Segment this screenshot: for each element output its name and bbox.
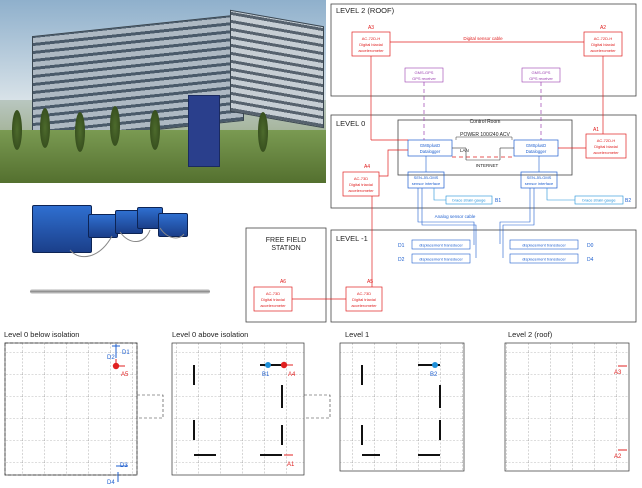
accelerometer-a1 [585, 133, 627, 159]
control-room-label: Control Room [470, 119, 501, 125]
disp-transducer-d4 [509, 253, 579, 264]
sen-left-l2: sensor interface [412, 181, 441, 186]
plan4-title: Level 2 (roof) [508, 330, 553, 339]
disp-transducer-d0 [509, 239, 579, 250]
plan3-title: Level 1 [345, 330, 369, 339]
a4-tag-plan: A4 [288, 372, 296, 378]
level-m1-label: LEVEL -1 [336, 234, 368, 243]
a2-tag-plan: A2 [614, 454, 622, 460]
plan-level2: A3 A2 [504, 342, 630, 472]
plan1-title: Level 0 below isolation [4, 330, 79, 339]
sen-right-l2: sensor interface [525, 181, 554, 186]
b1-marker [265, 362, 271, 368]
dl-left-l1: GMSplusD [420, 143, 440, 148]
a5-tag-plan: A5 [121, 372, 129, 378]
accelerometer-a4 [342, 171, 380, 197]
disp-transducer-d2 [411, 253, 471, 264]
svg-text:GPS receiver: GPS receiver [529, 76, 553, 81]
b1-tag: B1 [495, 198, 501, 204]
a3-tag-diagram: A3 [368, 25, 374, 31]
b2-marker [432, 362, 438, 368]
svg-text:Digital biaxial: Digital biaxial [591, 42, 615, 47]
d2-tag-plan: D2 [107, 355, 115, 361]
plan-level1: B2 [339, 342, 465, 472]
level2-box [330, 3, 637, 97]
disp-transducer-d1 [411, 239, 471, 250]
svg-text:GMS-GPS: GMS-GPS [415, 70, 434, 75]
svg-text:Digital biaxial: Digital biaxial [594, 144, 618, 149]
sen-left-l1: SEN-JB-GMS [414, 175, 439, 180]
level0-box [330, 114, 637, 209]
svg-text:AC-73D: AC-73D [266, 291, 280, 296]
disp-d4-label: displacement transducer [522, 257, 566, 262]
level-m1-box [330, 229, 637, 323]
svg-text:AC-73D: AC-73D [357, 291, 371, 296]
level0-label: LEVEL 0 [336, 119, 365, 128]
b2-tag-plan: B2 [430, 372, 438, 378]
internet-label: INTERNET [476, 163, 499, 168]
a1-tag-plan: A1 [287, 462, 295, 468]
a5-tag-diagram: A5 [367, 279, 373, 285]
b2-tag: B2 [625, 198, 631, 204]
a4-tag-diagram: A4 [364, 164, 370, 170]
svg-text:accelerometer: accelerometer [593, 150, 619, 155]
d4-tag-diagram: D4 [587, 257, 594, 263]
disp-d0-label: displacement transducer [522, 243, 566, 248]
svg-text:Digital triaxial: Digital triaxial [261, 297, 285, 302]
control-room-box [397, 119, 573, 176]
svg-text:accelerometer: accelerometer [351, 303, 377, 308]
plan-level0-above: B1 A4 A1 [171, 342, 331, 476]
free-field-label: FREE FIELD [266, 237, 306, 244]
svg-text:accelerometer: accelerometer [590, 48, 616, 53]
plan-level0-below: D1 D2 A5 D3 D4 [4, 342, 164, 486]
b1-tag-plan: B1 [262, 372, 270, 378]
d2-tag-diagram: D2 [398, 257, 405, 263]
svg-text:AC-72D-H: AC-72D-H [597, 138, 616, 143]
svg-text:AC-72D-H: AC-72D-H [594, 36, 613, 41]
station-label: STATION [271, 245, 300, 252]
d1-tag-plan: D1 [122, 350, 130, 356]
brace-b2-label: brace strain gauge [582, 198, 616, 203]
lan-label: LAN [460, 148, 469, 153]
svg-text:Digital triaxial: Digital triaxial [352, 297, 376, 302]
d0-tag-diagram: D0 [587, 243, 594, 249]
disp-d1-label: displacement transducer [419, 243, 463, 248]
sen-right-l1: SEN-JB-GMS [527, 175, 552, 180]
dl-right-l1: GMSplusD [526, 143, 546, 148]
svg-text:GPS receiver: GPS receiver [412, 76, 436, 81]
strain-gauge-rod [30, 289, 210, 294]
a2-tag-diagram: A2 [600, 25, 606, 31]
university-sign [188, 95, 220, 167]
svg-text:AC-72D-H: AC-72D-H [362, 36, 381, 41]
svg-text:AC-73D: AC-73D [354, 176, 368, 181]
level2-label: LEVEL 2 (ROOF) [336, 6, 395, 15]
power-label: POWER 100/240 ACV [460, 132, 510, 138]
disp-d2-label: displacement transducer [419, 257, 463, 262]
analog-cable-label: Analog sensor cable [435, 214, 476, 219]
svg-text:Digital biaxial: Digital biaxial [359, 42, 383, 47]
plan2-title: Level 0 above isolation [172, 330, 248, 339]
d1-tag-diagram: D1 [398, 243, 405, 249]
digital-cable-label: Digital sensor cable [463, 36, 503, 41]
d4-tag-plan: D4 [107, 480, 115, 486]
dl-left-l2: Datalogger [420, 149, 441, 154]
dl-right-l2: Datalogger [526, 149, 547, 154]
svg-text:accelerometer: accelerometer [358, 48, 384, 53]
free-field-box [245, 227, 327, 323]
d3-tag-plan: D3 [120, 463, 128, 469]
svg-text:accelerometer: accelerometer [260, 303, 286, 308]
a6-tag-diagram: A6 [280, 279, 286, 285]
svg-text:GMS-GPS: GMS-GPS [532, 70, 551, 75]
svg-text:accelerometer: accelerometer [348, 188, 374, 193]
a1-tag-diagram: A1 [593, 127, 599, 133]
brace-b1-label: brace strain gauge [452, 198, 486, 203]
a3-tag-plan: A3 [614, 370, 622, 376]
svg-text:Digital triaxial: Digital triaxial [349, 182, 373, 187]
building-photo [0, 0, 326, 183]
